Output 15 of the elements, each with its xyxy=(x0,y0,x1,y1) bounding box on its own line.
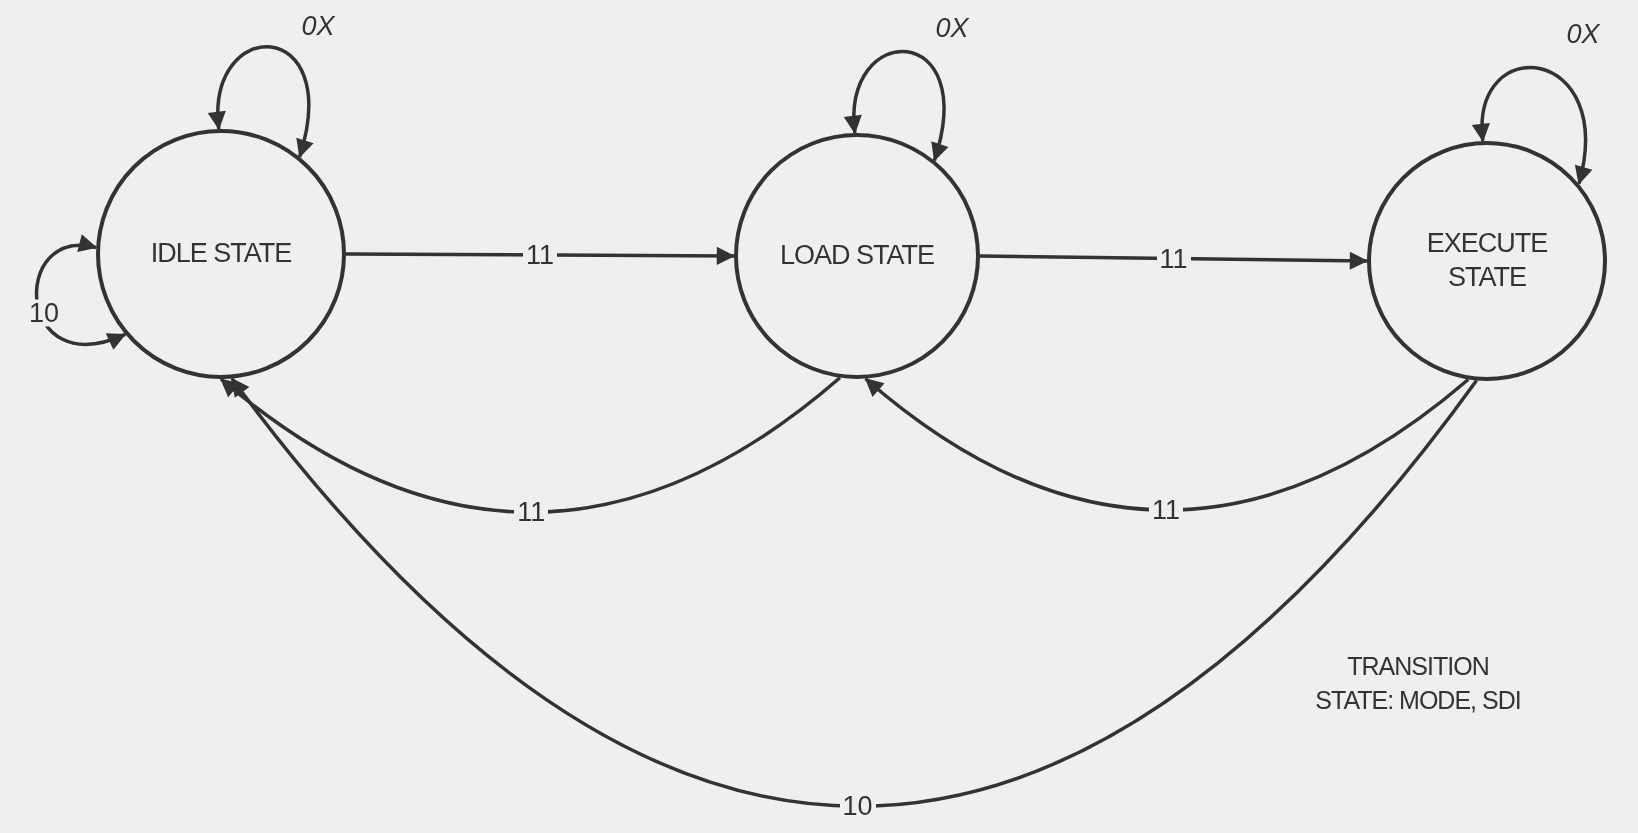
state-name: EXECUTE STATE xyxy=(1425,227,1549,294)
transition-arrow xyxy=(979,251,1368,270)
transition-arrow xyxy=(346,246,735,265)
transition-arrow xyxy=(864,377,1470,512)
state-circle xyxy=(96,129,346,379)
self-loop-arrow xyxy=(1473,66,1592,185)
note-text: TRANSITION STATE: MODE, SDI xyxy=(1314,651,1522,716)
transition-arrow xyxy=(219,376,841,514)
state-circle xyxy=(1367,141,1607,381)
state-name: LOAD STATE xyxy=(780,239,934,273)
state-name: IDLE STATE xyxy=(150,237,292,271)
state-circle xyxy=(734,133,980,379)
self-loop-arrow xyxy=(209,45,313,158)
transition-arrow xyxy=(230,377,1478,808)
self-loop-arrow xyxy=(845,50,948,162)
